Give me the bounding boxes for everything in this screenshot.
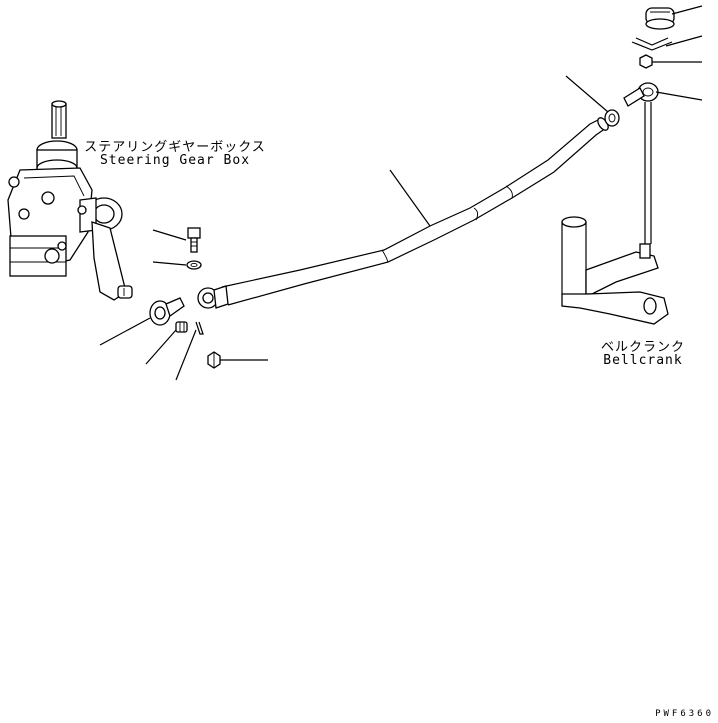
steering-rod-icon — [197, 109, 620, 309]
bellcrank-icon — [561, 102, 669, 325]
steering-gear-box-label-en: Steering Gear Box — [99, 153, 251, 168]
cotter-pin-icon — [195, 321, 204, 335]
seal-icon — [631, 37, 673, 51]
steering-gear-box-label-jp: ステアリングギヤーボックス — [84, 140, 266, 155]
leader-lines — [99, 5, 703, 381]
washer-icon — [186, 260, 202, 270]
ball-joint-icon — [149, 297, 185, 326]
bellcrank-label-jp: ベルクランク — [600, 340, 686, 355]
nut-icon — [207, 351, 221, 369]
drawing-code: PWF6360 — [655, 709, 714, 719]
small-nut-icon — [639, 54, 653, 69]
bellcrank-label-en: Bellcrank — [603, 353, 683, 368]
grease-cap-icon — [645, 7, 675, 30]
castle-nut-icon — [175, 321, 188, 333]
ball-socket-icon — [623, 82, 659, 107]
bolt-icon — [187, 227, 201, 253]
steering-gear-box-icon — [7, 100, 133, 301]
